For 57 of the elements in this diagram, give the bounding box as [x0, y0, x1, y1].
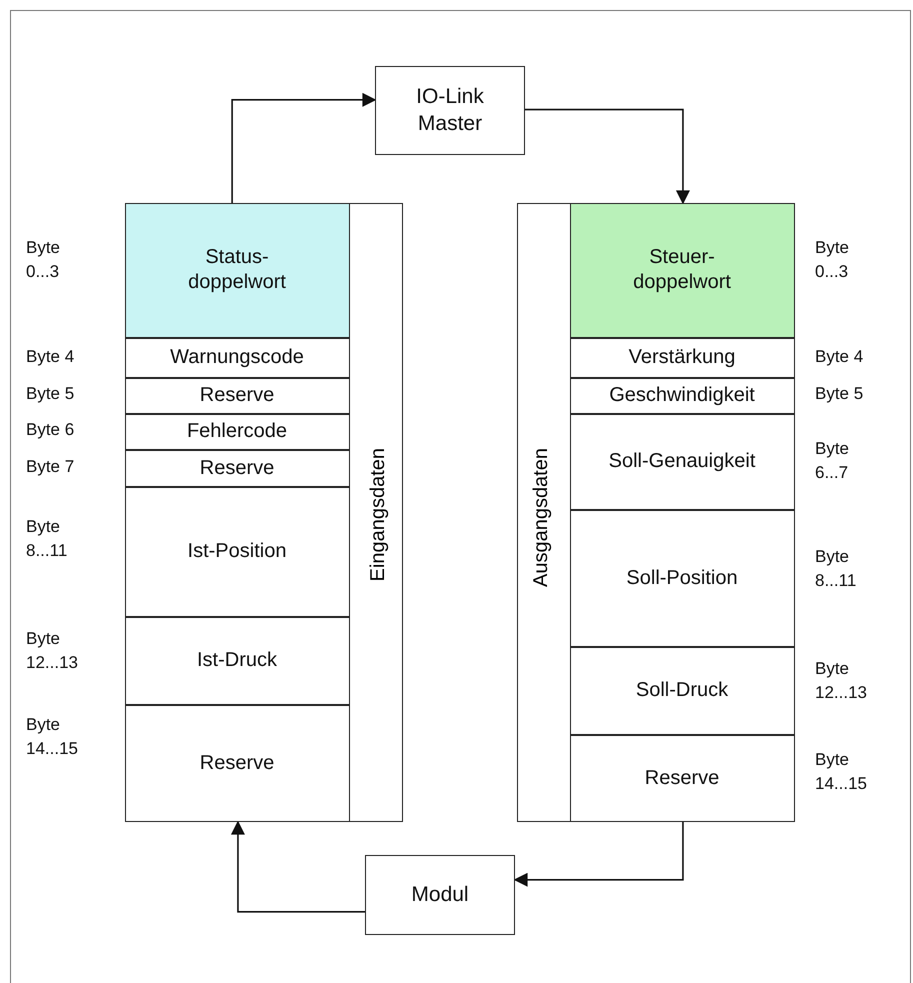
byte-field-cell: [124, 202, 350, 338]
section-label: Eingangsdaten: [367, 448, 390, 581]
field-name: Reserve: [200, 750, 274, 776]
field-name: Verstärkung: [628, 345, 736, 370]
byte-field-cell: [124, 378, 350, 414]
field-name: Ist-Druck: [197, 648, 277, 673]
byte-field-cell: [124, 486, 350, 616]
byte-offset-label: Byte 4: [26, 346, 74, 368]
field-name: Steuer- doppelwort: [632, 245, 732, 295]
byte-field-cell: [124, 414, 350, 450]
byte-offset-label: Byte 5: [26, 383, 74, 405]
byte-field-cell: [570, 378, 794, 414]
field-name: Ist-Position: [188, 539, 286, 564]
data-section-box: [125, 203, 403, 822]
byte-field-cell: [570, 414, 794, 510]
byte-offset-label: Byte 6: [26, 419, 74, 441]
process-box: [365, 855, 515, 935]
field-name: Reserve: [644, 766, 720, 790]
byte-field-cell: [124, 338, 350, 378]
byte-field-cell: [124, 616, 350, 704]
field-name: Reserve: [200, 456, 274, 480]
byte-offset-label: Byte 8...11: [815, 546, 858, 592]
byte-field-cell: [124, 704, 350, 822]
byte-field-cell: [570, 338, 794, 378]
process-box: [375, 66, 525, 155]
field-name: Fehlercode: [186, 419, 288, 444]
arrow: [230, 820, 365, 913]
field-name: Soll-Druck: [636, 678, 728, 703]
arrow: [231, 92, 376, 203]
byte-offset-label: Byte 6...7: [815, 438, 850, 484]
byte-field-cell: [570, 646, 794, 734]
byte-offset-label: Byte 0...3: [815, 237, 850, 283]
field-name: Soll-Genauigkeit: [608, 449, 756, 474]
byte-field-cell: [570, 510, 794, 646]
byte-offset-label: Byte 12...13: [815, 658, 868, 704]
field-name: Soll-Position: [626, 566, 738, 590]
byte-offset-label: Byte 14...15: [815, 749, 868, 795]
section-label: Ausgangsdaten: [530, 448, 553, 587]
byte-offset-label: Byte 5: [815, 383, 864, 405]
node-label: IO-Link Master: [415, 84, 485, 136]
node-label: Modul: [411, 882, 469, 908]
data-section-box: [517, 203, 795, 822]
byte-offset-label: Byte 0...3: [26, 237, 62, 283]
byte-field-cell: [570, 734, 794, 822]
byte-field-cell: [124, 450, 350, 486]
byte-offset-label: Byte 8...11: [26, 516, 68, 562]
field-name: Status- doppelwort: [187, 245, 287, 295]
byte-offset-label: Byte 4: [815, 346, 864, 368]
field-name: Warnungscode: [170, 345, 304, 370]
field-name: Reserve: [200, 383, 274, 408]
arrow: [514, 822, 684, 887]
byte-offset-label: Byte 7: [26, 456, 74, 478]
byte-offset-label: Byte 12...13: [26, 628, 79, 674]
arrow: [525, 108, 690, 204]
byte-field-cell: [570, 202, 794, 338]
byte-offset-label: Byte 14...15: [26, 714, 79, 760]
field-name: Geschwindigkeit: [609, 383, 755, 408]
